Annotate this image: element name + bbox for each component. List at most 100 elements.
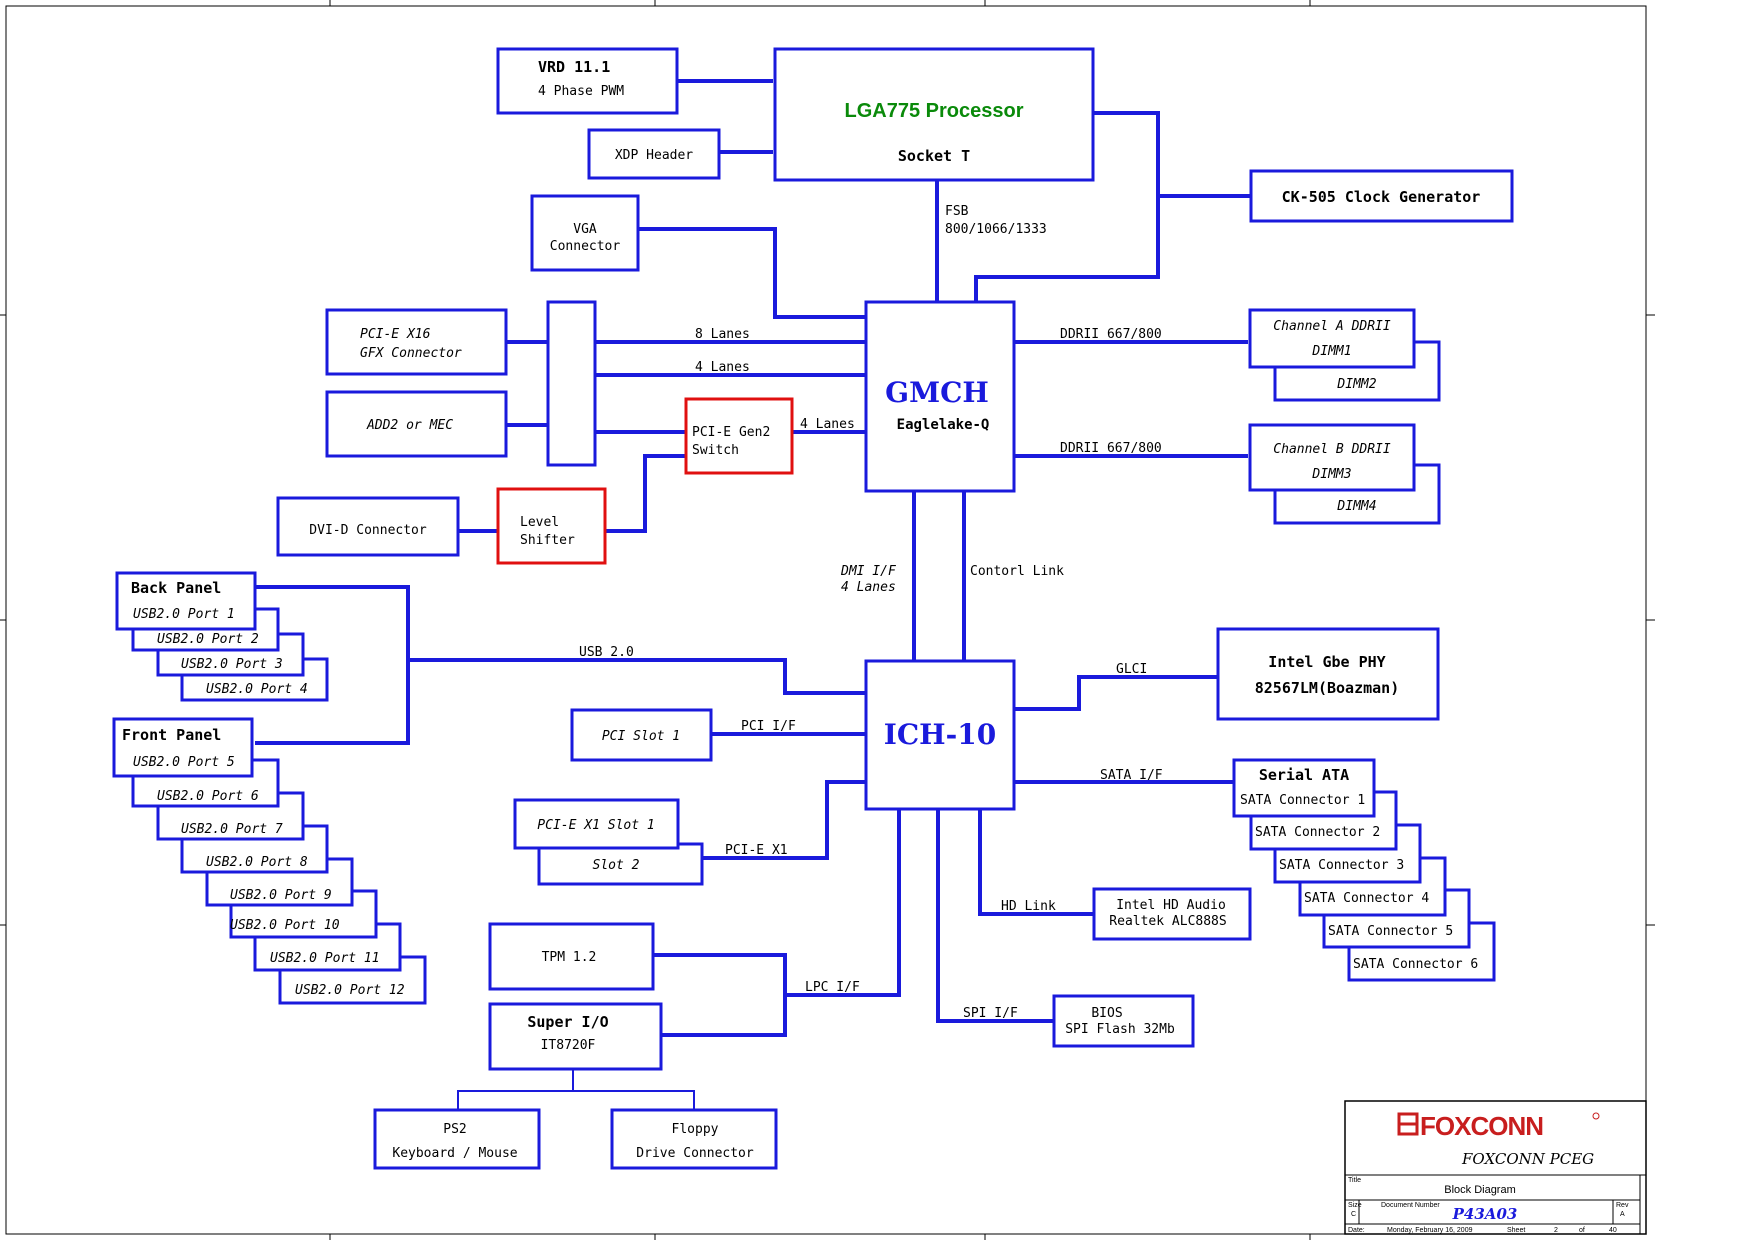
dvi-box [276,496,460,557]
vrd-subtitle: 4 Phase PWM [538,84,624,99]
pcie-switch-line2: Switch [692,443,739,458]
title-caption: Title [1348,1177,1361,1184]
dimm-a-line3: DIMM2 [1336,377,1376,392]
rev-caption: Rev [1616,1202,1629,1209]
clock-box [1249,169,1514,223]
highlighted-boxes [496,397,794,565]
date-value: Monday, February 16, 2009 [1387,1227,1473,1234]
usb-port-label: USB2.0 Port 7 [181,822,283,837]
gbe-box [1216,627,1440,721]
ddr-b-label: DDRII 667/800 [1060,441,1162,456]
gbe-line2: 82567LM(Boazman) [1255,679,1400,697]
pci-slot-box [570,708,713,762]
wires [255,79,1250,1037]
sheet-value: 2 [1554,1227,1558,1234]
usb-port-label: USB2.0 Port 11 [270,951,380,966]
ich-title: ICH-10 [884,718,996,751]
gmch-subtitle: Eaglelake-Q [897,417,990,433]
docnum-caption: Document Number [1381,1202,1440,1209]
sata-connector-label: SATA Connector 1 [1240,793,1365,808]
spi-link-label: SPI I/F [963,1006,1018,1021]
dimm-a-line1: Channel A DDRII [1273,319,1391,334]
usb-port-label: USB2.0 Port 10 [230,918,340,933]
usb-port-label: USB2.0 Port 4 [206,682,308,697]
pcie-x16-line2: GFX Connector [360,346,462,361]
hd-audio-line1: Intel HD Audio [1116,898,1226,913]
dmi-lanes-label: 4 Lanes [841,580,896,595]
ddr-a-label: DDRII 667/800 [1060,327,1162,342]
sata-connector-label: SATA Connector 6 [1353,957,1478,972]
docnum-value: P43A03 [1452,1205,1518,1223]
sata-title: Serial ATA [1259,766,1349,784]
hd-audio-box [1092,887,1252,941]
cpu-box [773,47,1095,182]
fsb-label: FSB [945,204,969,219]
usb-port-label: USB2.0 Port 5 [133,755,235,770]
usb-port-label: USB2.0 Port 8 [206,855,308,870]
vrd-box [496,47,679,115]
pcie-bridge-bar [546,300,597,467]
usb-port-label: USB2.0 Port 3 [181,657,283,672]
usb-port-label: USB2.0 Port 1 [133,607,235,622]
tpm-label: TPM 1.2 [542,950,597,965]
vga-line2: Connector [550,239,621,254]
bios-line2: SPI Flash 32Mb [1065,1022,1175,1037]
clock-label: CK-505 Clock Generator [1282,188,1481,206]
of-value: 40 [1609,1227,1617,1234]
sata-connector-label: SATA Connector 3 [1279,858,1404,873]
of-caption: of [1579,1227,1585,1234]
sata-connector-label: SATA Connector 5 [1328,924,1453,939]
size-caption: Size [1348,1202,1362,1209]
cpu-title: LGA775 Processor [845,100,1024,122]
bios-box [1052,994,1195,1048]
sheet-caption: Sheet [1507,1227,1525,1234]
vga-line1: VGA [573,222,597,237]
vga-box [530,194,640,272]
pcie-slot1-box [513,798,680,850]
level-shifter-line2: Shifter [520,533,575,548]
cpu-socket: Socket T [898,147,970,165]
lpc-link-label: LPC I/F [805,980,860,995]
block-labels: VRD 11.1 4 Phase PWM LGA775 Processor So… [122,58,1480,1161]
back-panel-title: Back Panel [131,579,221,597]
pcie-x1-line1: PCI-E X1 Slot 1 [537,818,654,833]
company-name: FOXCONN PCEG [1461,1150,1594,1168]
floppy-line1: Floppy [672,1122,719,1137]
superio-line2: IT8720F [541,1038,596,1053]
block-boxes [276,47,1514,1170]
superio-line1: Super I/O [527,1013,608,1031]
lanes4-switch-label: 4 Lanes [800,417,855,432]
add2-label: ADD2 or MEC [366,418,453,433]
usb-port-label: USB2.0 Port 9 [230,888,332,903]
rev-value: A [1620,1211,1625,1218]
size-value: C [1351,1211,1356,1218]
dimm-b-line3: DIMM4 [1336,499,1376,514]
usb-port-label: USB2.0 Port 6 [157,789,259,804]
foxconn-logo: FOXCONN [1397,1111,1600,1141]
sata-connector-label: SATA Connector 2 [1255,825,1380,840]
dimm-a-line2: DIMM1 [1311,344,1351,359]
dmi-label: DMI I/F [840,564,897,579]
pci-link-label: PCI I/F [741,719,796,734]
vrd-title: VRD 11.1 [538,58,610,76]
front-panel-title: Front Panel [122,726,221,744]
fsb-speed-label: 800/1066/1333 [945,222,1047,237]
level-shifter-line1: Level [520,515,559,530]
pcie-switch-box [684,397,794,475]
lanes4-label: 4 Lanes [695,360,750,375]
superio-fanout [457,1068,695,1110]
pcie-x16-line1: PCI-E X16 [360,327,431,342]
xdp-label: XDP Header [615,148,693,163]
date-caption: Date: [1348,1227,1365,1234]
pcie-x1-line2: Slot 2 [593,858,640,873]
tpm-box [488,922,655,991]
pcie-switch-line1: PCI-E Gen2 [692,425,770,440]
pci-slot-label: PCI Slot 1 [602,729,680,744]
dimm-b-line1: Channel B DDRII [1273,442,1391,457]
add2-box [325,390,508,458]
floppy-line2: Drive Connector [636,1146,754,1161]
level-shifter-box [496,487,607,565]
gmch-box [864,300,1016,493]
gbe-line1: Intel Gbe PHY [1268,653,1385,671]
